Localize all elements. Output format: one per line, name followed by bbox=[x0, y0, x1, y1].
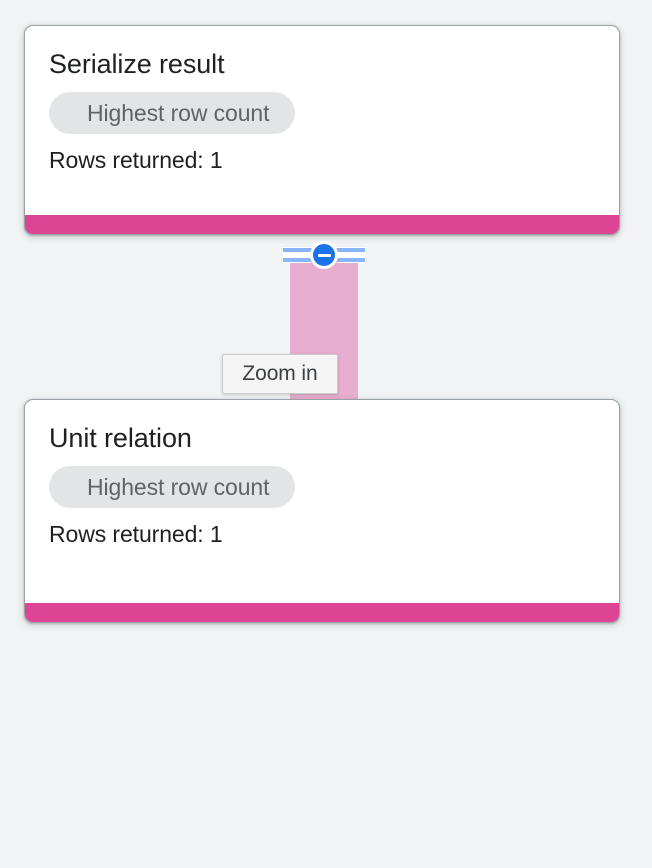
zoom-in-tooltip: Zoom in bbox=[222, 354, 338, 394]
graph-node-serialize-result[interactable]: Serialize result Highest row count Rows … bbox=[24, 25, 620, 235]
node-rows-returned: Rows returned: 1 bbox=[49, 147, 223, 173]
minus-circle-icon[interactable] bbox=[310, 241, 338, 269]
node-badge-highest-row-count: Highest row count bbox=[49, 92, 296, 134]
node-status-bar bbox=[25, 603, 619, 622]
node-title: Serialize result bbox=[49, 49, 225, 79]
node-rows-returned: Rows returned: 1 bbox=[49, 521, 223, 547]
node-title: Unit relation bbox=[49, 423, 192, 453]
node-badge-highest-row-count: Highest row count bbox=[49, 466, 296, 508]
edge-rail-left-icon bbox=[283, 247, 311, 263]
minus-glyph bbox=[317, 253, 331, 257]
node-body: Unit relation Highest row count Rows ret… bbox=[25, 400, 619, 603]
node-body: Serialize result Highest row count Rows … bbox=[25, 26, 619, 215]
graph-node-unit-relation[interactable]: Unit relation Highest row count Rows ret… bbox=[24, 399, 620, 623]
edge-rail-right-icon bbox=[337, 247, 365, 263]
zoom-handle[interactable] bbox=[283, 241, 365, 269]
node-status-bar bbox=[25, 215, 619, 234]
